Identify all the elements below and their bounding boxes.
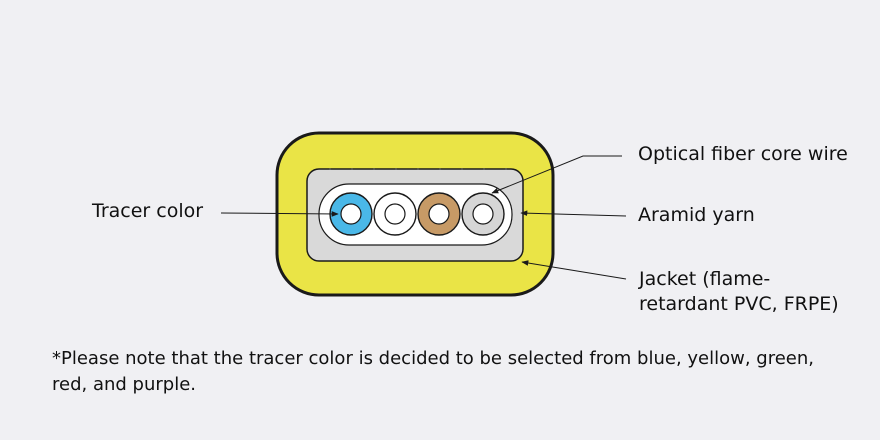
footnote: *Please note that the tracer color is de… xyxy=(52,348,815,395)
leader-optical-fiber-core-wire xyxy=(491,155,622,194)
leader-aramid-yarn xyxy=(520,210,627,217)
fiber-gray xyxy=(461,192,505,236)
fiber-brown xyxy=(417,192,461,236)
leader-jacket xyxy=(521,260,627,280)
label-aramid-yarn: Aramid yarn xyxy=(638,204,755,226)
label-optical-fiber-core-wire: Optical fiber core wire xyxy=(638,143,848,165)
label-jacket-line1: Jacket (flame- xyxy=(639,268,771,290)
aramid-fiber-dots xyxy=(329,168,507,170)
fiber-tracer-blue xyxy=(329,192,373,236)
label-tracer-color: Tracer color xyxy=(92,200,204,222)
leader-tracer-color xyxy=(220,211,339,217)
fiber-white xyxy=(373,192,417,236)
label-jacket-line2: retardant PVC, FRPE) xyxy=(639,293,839,315)
